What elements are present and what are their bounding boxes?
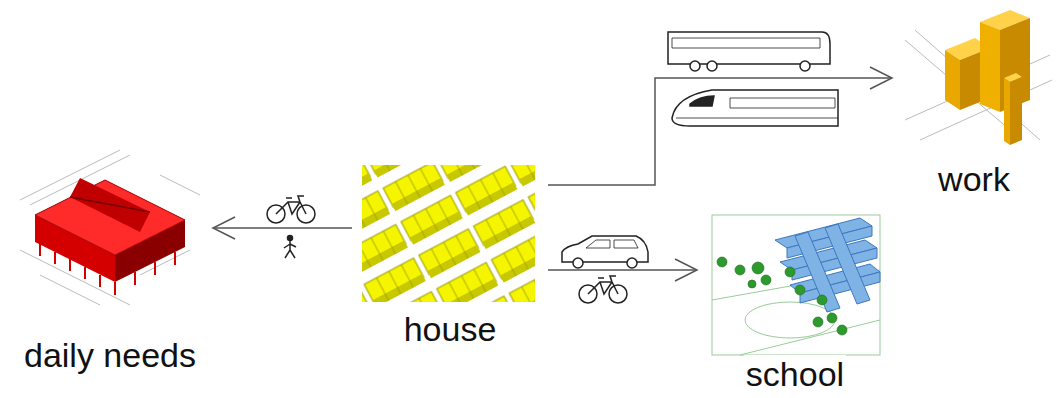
place-node: work [892, 4, 1056, 200]
school-campus [712, 215, 880, 355]
place-label-row: daily needs [7, 337, 213, 374]
bicycle-icon [267, 196, 315, 223]
place-label-row: house [352, 311, 548, 348]
bus-icon [668, 32, 830, 71]
bicycle-icon [579, 276, 627, 303]
place-node: school [697, 205, 893, 395]
place-label-row: work [892, 161, 1056, 198]
travel-arrow [213, 217, 352, 239]
market-building [20, 150, 200, 305]
car-icon [562, 236, 648, 268]
walker-icon [284, 236, 296, 259]
place-label: work [936, 160, 1012, 198]
place-label: school [744, 355, 846, 393]
place-node: house [352, 160, 548, 350]
housing-rows [362, 165, 535, 302]
place-label-row: school [697, 356, 893, 393]
place-label: house [402, 310, 499, 348]
train-icon [672, 90, 838, 126]
office-towers [905, 10, 1052, 145]
place-node: daily needs [7, 140, 213, 376]
place-label: daily needs [22, 336, 198, 374]
travel-arrow [548, 259, 697, 281]
travel-arrow [548, 67, 892, 185]
